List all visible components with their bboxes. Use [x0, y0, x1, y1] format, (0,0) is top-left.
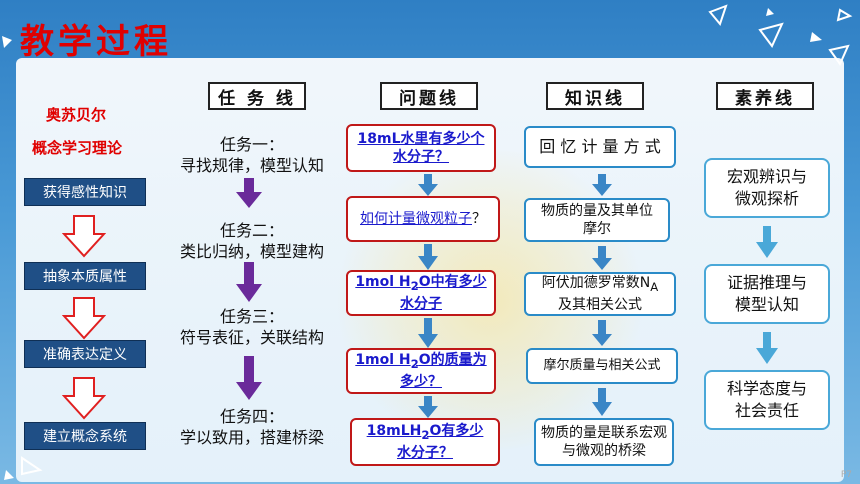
task-desc: 学以致用，搭建桥梁 — [179, 428, 324, 447]
stage-box: 建立概念系统 — [24, 422, 146, 450]
task-item: 任务二： 类比归纳，模型建构 — [168, 220, 336, 262]
task-desc: 寻找规律，模型认知 — [179, 156, 324, 175]
literacy-box: 证据推理与模型认知 — [704, 264, 830, 324]
task-item: 任务三： 符号表征，关联结构 — [168, 306, 336, 348]
down-arrow-icon — [756, 332, 778, 364]
question-box[interactable]: 1mol H2O的质量为多少？ — [346, 348, 496, 394]
knowledge-box: 物质的量是联系宏观与微观的桥梁 — [534, 418, 674, 466]
task-name: 任务二： — [219, 221, 284, 240]
stage-box: 抽象本质属性 — [24, 262, 146, 290]
task-name: 任务四： — [219, 407, 284, 426]
task-item: 任务一： 寻找规律，模型认知 — [168, 134, 336, 176]
down-arrow-icon — [62, 297, 106, 340]
triangle-decoration-icon — [708, 4, 853, 67]
header-knowledge-line: 知识线 — [546, 82, 644, 110]
down-arrow-icon — [236, 262, 262, 302]
theory-label: 奥苏贝尔 — [46, 106, 107, 124]
page-title: 教学过程 — [20, 22, 172, 62]
literacy-box: 宏观辨识与微观探析 — [704, 158, 830, 218]
knowledge-box: 摩尔质量与相关公式 — [526, 348, 678, 384]
down-arrow-icon — [592, 388, 612, 416]
question-box[interactable]: 1mol H2O中有多少水分子 — [346, 270, 496, 316]
theory-label: 概念学习理论 — [32, 139, 123, 157]
down-arrow-icon — [592, 246, 612, 270]
stage-box: 准确表达定义 — [24, 340, 146, 368]
down-arrow-icon — [592, 174, 612, 196]
down-arrow-icon — [418, 396, 438, 418]
down-arrow-icon — [236, 356, 262, 400]
down-arrow-icon — [756, 226, 778, 258]
task-desc: 类比归纳，模型建构 — [179, 242, 324, 261]
header-literacy-line: 素养线 — [716, 82, 814, 110]
knowledge-box: 回 忆 计 量 方 式 — [524, 126, 676, 168]
down-arrow-icon — [236, 178, 262, 208]
question-box[interactable]: 如何计量微观粒子？ — [346, 196, 500, 242]
down-arrow-icon — [592, 320, 612, 346]
task-name: 任务三： — [219, 307, 284, 326]
question-box[interactable]: 18mLH2O有多少水分子？ — [350, 418, 500, 466]
literacy-box: 科学态度与社会责任 — [704, 370, 830, 430]
question-text: 18mL水里有多少个 — [357, 131, 485, 147]
header-task-line: 任 务 线 — [208, 82, 306, 110]
page-number: P7 — [840, 470, 852, 480]
task-desc: 符号表征，关联结构 — [179, 328, 324, 347]
header-question-line: 问题线 — [380, 82, 478, 110]
triangle-decoration-icon — [4, 456, 43, 480]
down-arrow-icon — [418, 318, 438, 348]
question-link[interactable]: 如何计量微观粒子 — [360, 211, 472, 227]
down-arrow-icon — [418, 244, 438, 270]
task-name: 任务一： — [219, 135, 284, 154]
stage-box: 获得感性知识 — [24, 178, 146, 206]
task-item: 任务四： 学以致用，搭建桥梁 — [168, 406, 336, 448]
question-box[interactable]: 18mL水里有多少个水分子？ — [346, 124, 496, 172]
triangle-decoration-icon — [2, 36, 12, 48]
down-arrow-icon — [418, 174, 438, 196]
question-text: 水分子？ — [393, 149, 449, 165]
down-arrow-icon — [62, 215, 106, 258]
down-arrow-icon — [62, 377, 106, 420]
knowledge-box: 物质的量及其单位摩尔 — [524, 198, 670, 242]
